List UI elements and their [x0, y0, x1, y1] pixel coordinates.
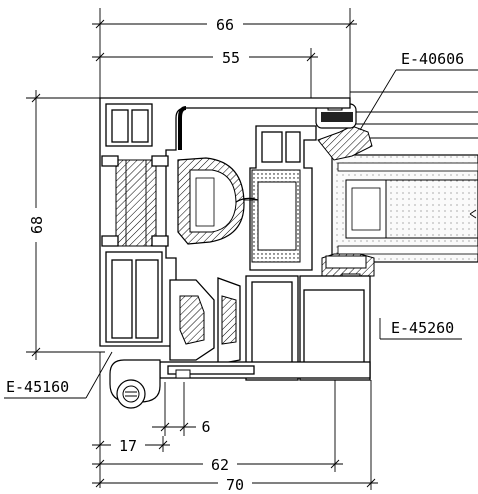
dimension-label-6: 6: [201, 418, 210, 436]
dimension-label-62: 62: [211, 456, 229, 474]
lower-frame-profile: [159, 275, 371, 381]
dimension-label-55: 55: [222, 49, 240, 67]
label-left: E-45160: [4, 351, 113, 399]
dimension-62: 62: [92, 380, 343, 474]
sash-profile: [235, 125, 317, 271]
profile-code-right: E-45260: [391, 319, 454, 337]
bottom-glazing-gasket: [321, 253, 375, 287]
dimension-label-66: 66: [216, 16, 234, 34]
profile-code-top-right: E-40606: [401, 50, 464, 68]
top-glazing-gasket: [315, 99, 373, 161]
dimension-55: 55: [92, 47, 318, 98]
insulation-insert: [177, 157, 245, 245]
profile-code-left: E-45160: [6, 378, 69, 396]
outer-frame-profile: [99, 97, 351, 347]
dimension-17: 17: [92, 352, 170, 488]
label-right: E-45260: [379, 318, 462, 340]
dimension-label-17: 17: [119, 437, 137, 455]
label-top-right: E-40606: [359, 50, 478, 131]
dimension-70: 70: [92, 380, 378, 494]
dimension-68: 68: [26, 90, 105, 360]
dimension-6: 6: [152, 382, 211, 436]
dimension-66: 66: [92, 8, 357, 98]
hinge-knob: [109, 359, 161, 409]
dimension-label-68: 68: [28, 216, 46, 234]
glazing-unit: [331, 154, 478, 263]
right-leader-lines: [350, 91, 478, 139]
dimension-label-70: 70: [226, 476, 244, 494]
